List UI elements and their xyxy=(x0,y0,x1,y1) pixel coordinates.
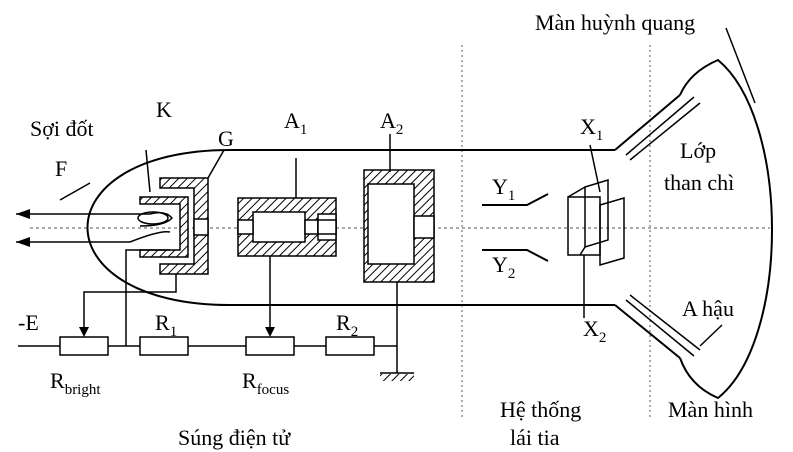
label-screen-phosphor: Màn huỳnh quang xyxy=(535,10,695,35)
label-r-focus: Rfocus xyxy=(242,368,289,398)
filament-wires xyxy=(16,209,173,247)
label-anode1: A1 xyxy=(284,108,307,138)
label-r2: R2 xyxy=(336,310,358,340)
label-rear-anode: A hậu xyxy=(682,296,734,321)
r-focus-resistor xyxy=(245,336,295,356)
label-x1: X1 xyxy=(580,114,603,144)
label-x2: X2 xyxy=(583,316,606,346)
anode-a2 xyxy=(363,169,435,283)
circuit xyxy=(18,249,414,381)
label-r-bright: Rbright xyxy=(50,368,101,398)
label-anode2: A2 xyxy=(380,108,403,138)
label-graphite-2: than chì xyxy=(664,170,734,195)
label-neg-e: -E xyxy=(18,310,39,335)
label-y1: Y1 xyxy=(492,174,515,204)
label-r1: R1 xyxy=(155,310,177,340)
grid-aperture xyxy=(193,218,209,236)
leader-lines xyxy=(59,27,756,347)
label-filament-letter: F xyxy=(55,156,67,181)
r1-resistor xyxy=(139,336,189,356)
label-filament: Sợi đốt xyxy=(30,116,94,141)
label-electron-gun: Súng điện tử xyxy=(178,425,291,450)
label-y2: Y2 xyxy=(492,252,515,282)
graphite-layer xyxy=(625,96,701,357)
y-deflection-plates xyxy=(482,193,549,262)
control-grid xyxy=(159,177,209,275)
label-screen: Màn hình xyxy=(668,397,753,422)
cathode xyxy=(139,196,189,258)
x-deflection-plates xyxy=(567,144,625,318)
label-deflection-1: Hệ thống xyxy=(500,397,581,422)
label-graphite-1: Lớp xyxy=(680,138,716,163)
label-deflection-2: lái tia xyxy=(510,425,560,450)
ground-symbol xyxy=(380,374,414,381)
label-grid: G xyxy=(218,126,234,151)
tube-envelope xyxy=(86,58,773,400)
r-bright-resistor xyxy=(59,336,109,356)
anode-a1 xyxy=(237,197,337,257)
label-cathode: K xyxy=(156,97,172,122)
